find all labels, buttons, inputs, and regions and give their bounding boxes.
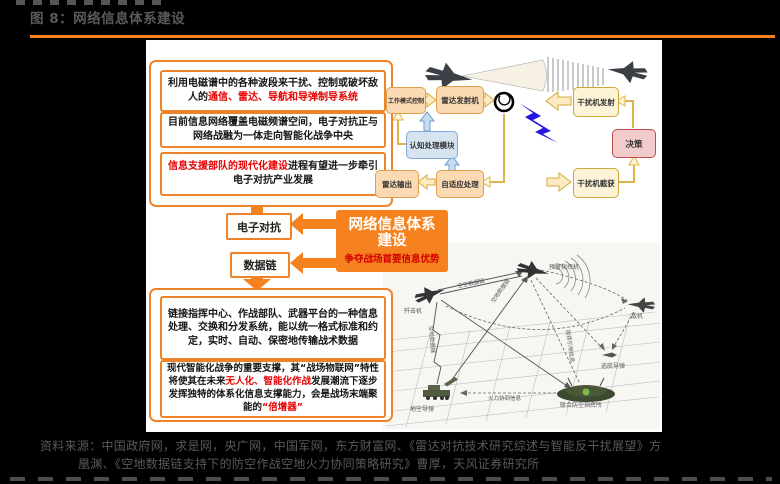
flow-mode-control: 工作模式控制	[386, 87, 426, 114]
datalink-node-label: 数据链	[243, 259, 277, 272]
ecm-point-1-highlight: 通信、雷达、导航和导弹制导系统	[208, 92, 358, 103]
source-line-1: 资料来源：中国政府网，求是网，央广网，中国军网，东方财富网、《雷达对抗技术研究综…	[40, 439, 662, 453]
flow-decision: 决策	[612, 129, 656, 158]
figure-title: 图 8：网络信息体系建设	[30, 11, 186, 27]
flow-jammer-intercept: 干扰机截获	[573, 168, 619, 198]
flow-radar-transmitter-label: 雷达发射机	[441, 95, 479, 105]
flow-decision-label: 决策	[625, 139, 643, 150]
source-line-2: 凰渊、《空地数据链支持下的防空作战空地火力协同策略研究》曹厚，天风证券研究所	[78, 457, 540, 471]
datalink-point-1: 链接指挥中心、作战部队、武器平台的一种信息处理、交换和分发系统，能以统一格式标准…	[160, 296, 386, 360]
ecm-point-1-text: 利用电磁谱中的各种波段来干扰、控制或破坏敌人的	[168, 78, 378, 103]
center-box-subtitle: 争夺战场首要信息优势	[344, 254, 440, 266]
ecm-point-3-text: 进程有望进一步牵引电子对抗产业发展	[233, 161, 378, 186]
orange-divider	[30, 35, 775, 38]
ecm-point-1: 利用电磁谱中的各种波段来干扰、控制或破坏敌人的通信、雷达、导航和导弹制导系统	[160, 70, 386, 112]
center-box-title-line1: 网络信息体系	[348, 216, 436, 233]
datalink-point-2-highlight-a: 无人化、智能化作战	[225, 376, 311, 388]
ecm-point-3: 信息支援部队的现代化建设进程有望进一步牵引电子对抗产业发展	[160, 152, 386, 196]
flow-adaptive-processing-label: 自适应处理	[441, 179, 479, 189]
flow-jammer-transmit: 干扰机发射	[573, 87, 619, 117]
clipped-text-artifact-top	[16, 0, 168, 5]
ecm-node-label: 电子对抗	[237, 220, 281, 234]
datalink-point-2: 现代智能化战争的重要支撑，其“战场物联网”特性将使其在未来无人化、智能化作战发展…	[160, 360, 386, 418]
flow-cognitive-module: 认知处理模块	[406, 131, 458, 159]
datalink-point-2-text-b: 发展潮流下逐步发挥独特的体系化信息支撑能力，会是战场末端聚能的	[168, 376, 378, 413]
flow-jammer-transmit-label: 干扰机发射	[577, 97, 615, 107]
flow-radar-output: 雷达输出	[375, 170, 419, 198]
ecm-node: 电子对抗	[226, 213, 292, 240]
flow-radar-transmitter: 雷达发射机	[436, 86, 484, 114]
clipped-text-artifact-bottom	[10, 477, 772, 481]
flow-cognitive-module-label: 认知处理模块	[409, 140, 455, 150]
datalink-node: 数据链	[230, 252, 290, 278]
ecm-point-2-text: 目前信息网络覆盖电磁频谱空间，电子对抗正与网络战融为一体走向智能化战争中央	[168, 117, 378, 142]
ecm-point-2: 目前信息网络覆盖电磁频谱空间，电子对抗正与网络战融为一体走向智能化战争中央	[160, 112, 386, 148]
datalink-point-2-text-a: 现代智能化战争的重要支撑，其“战场物联网”特性将使其在未来	[167, 363, 379, 388]
flow-adaptive-processing: 自适应处理	[436, 170, 484, 198]
flow-jammer-intercept-label: 干扰机截获	[577, 178, 615, 188]
datalink-point-2-highlight-b: “倍增器”	[262, 401, 303, 413]
flow-radar-output-label: 雷达输出	[382, 179, 412, 189]
datalink-point-1-text: 链接指挥中心、作战部队、武器平台的一种信息处理、交换和分发系统，能以统一格式标准…	[168, 308, 378, 347]
center-box-title-line2: 建设	[377, 233, 407, 249]
flow-mode-control-label: 工作模式控制	[387, 98, 424, 105]
network-info-system-box: 网络信息体系 建设 争夺战场首要信息优势	[336, 210, 448, 272]
ecm-point-3-highlight: 信息支援部队的现代化建设	[168, 161, 288, 173]
